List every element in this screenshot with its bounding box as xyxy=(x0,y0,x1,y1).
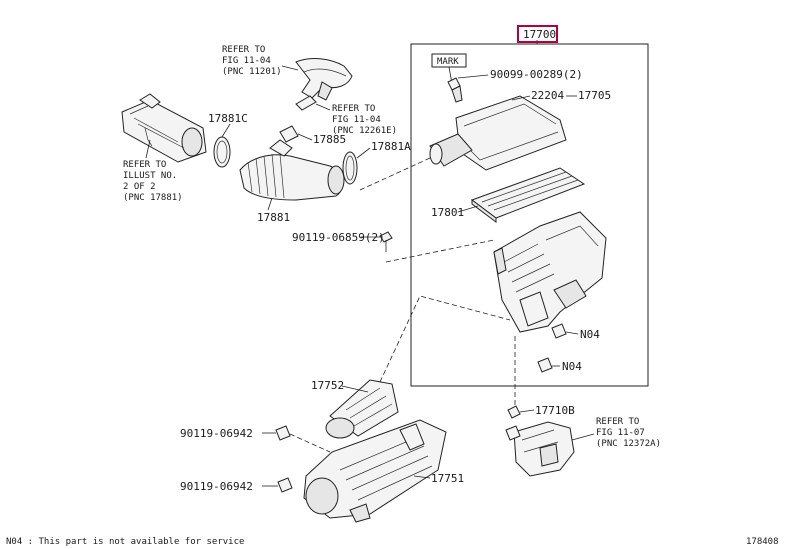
upper-hose-pnc11201 xyxy=(295,58,353,101)
part-number-n04-upper[interactable]: N04 xyxy=(580,328,600,341)
part-number-17801[interactable]: 17801 xyxy=(431,206,464,219)
bracket-pnc12372a xyxy=(505,421,575,477)
leader-17751 xyxy=(413,475,431,479)
bolt-90119-06942-upper xyxy=(275,425,291,441)
cushion-17710b xyxy=(507,405,521,419)
reference-illust-2-of-2: REFER TO ILLUST NO. 2 OF 2 (PNC 17881) xyxy=(123,160,183,203)
hose-17881 xyxy=(239,139,345,201)
part-number-17752[interactable]: 17752 xyxy=(311,379,344,392)
svg-text:(PNC 17881): (PNC 17881) xyxy=(123,193,183,203)
leader-ref-d xyxy=(571,433,595,441)
part-number-17710b[interactable]: 17710B xyxy=(535,404,575,417)
leader-n04-upper xyxy=(565,331,579,335)
reference-fig-11-04-a: REFER TO FIG 11-04 (PNC 11201) xyxy=(222,45,282,77)
part-number-17881c[interactable]: 17881C xyxy=(208,112,248,125)
svg-text:REFER TO: REFER TO xyxy=(222,45,265,55)
grommet-17885 xyxy=(279,125,299,143)
svg-text:ILLUST NO.: ILLUST NO. xyxy=(123,171,177,181)
svg-text:REFER TO: REFER TO xyxy=(123,160,166,170)
bolt-90119-06942-lower xyxy=(277,477,293,493)
leader-17801 xyxy=(457,205,479,213)
leader-17881 xyxy=(267,197,273,211)
leader-17881a xyxy=(356,147,371,159)
grommet-n04-upper xyxy=(551,323,567,339)
air-cleaner-cap-17705 xyxy=(429,95,567,171)
air-duct-17751 xyxy=(303,419,447,523)
svg-text:FIG 11-04: FIG 11-04 xyxy=(332,115,381,125)
clamp-17881a xyxy=(342,151,358,185)
leader-17881c xyxy=(221,123,231,138)
part-number-90119-06859[interactable]: 90119-06859(2) xyxy=(292,231,385,244)
part-number-17705[interactable]: 17705 xyxy=(578,89,611,102)
reference-fig-11-07: REFER TO FIG 11-07 (PNC 12372A) xyxy=(596,417,661,449)
svg-text:REFER TO: REFER TO xyxy=(596,417,639,427)
air-filter-element-17801 xyxy=(470,167,586,223)
part-number-highlight xyxy=(517,25,558,43)
intake-inlet-duct xyxy=(121,93,207,163)
svg-text:2 OF 2: 2 OF 2 xyxy=(123,182,156,192)
part-number-90119-06942-upper[interactable]: 90119-06942 xyxy=(180,427,253,440)
dashed-link-bolt-upper xyxy=(289,433,331,453)
reference-fig-11-04-b: REFER TO FIG 11-04 (PNC 12261E) xyxy=(332,104,397,136)
assembly-frame xyxy=(410,43,649,387)
part-number-17881a[interactable]: 17881A xyxy=(371,140,411,153)
mark-callout: MARK xyxy=(431,53,467,85)
leader-17752 xyxy=(341,385,369,393)
part-number-22204[interactable]: 22204 xyxy=(531,89,564,102)
svg-text:(PNC 12372A): (PNC 12372A) xyxy=(596,439,661,449)
svg-text:FIG 11-04: FIG 11-04 xyxy=(222,56,271,66)
grommet-n04-lower xyxy=(537,357,553,373)
leader-ref-a xyxy=(281,65,299,71)
air-duct-17752 xyxy=(325,379,399,439)
part-number-90099-00289[interactable]: 90099-00289(2) xyxy=(490,68,583,81)
svg-text:REFER TO: REFER TO xyxy=(332,104,375,114)
part-number-n04-lower[interactable]: N04 xyxy=(562,360,582,373)
screw-90099-00289 xyxy=(447,77,463,103)
dashed-link-duct-to-case xyxy=(379,295,511,383)
svg-text:(PNC 11201): (PNC 11201) xyxy=(222,67,282,77)
svg-text:(PNC 12261E): (PNC 12261E) xyxy=(332,126,397,136)
part-number-17881[interactable]: 17881 xyxy=(257,211,290,224)
leader-ref-b xyxy=(315,103,331,111)
leader-ref-c xyxy=(145,139,151,159)
leader-90099 xyxy=(457,74,489,79)
leader-17885 xyxy=(297,133,313,141)
svg-text:FIG 11-07: FIG 11-07 xyxy=(596,428,645,438)
part-number-90119-06942-lower[interactable]: 90119-06942 xyxy=(180,480,253,493)
part-number-17700[interactable]: 17700 xyxy=(523,28,556,41)
leader-17710b xyxy=(519,409,535,413)
svg-text:MARK: MARK xyxy=(437,57,459,67)
bolt-90119-06859 xyxy=(379,231,393,252)
leader-22204 xyxy=(511,95,531,101)
part-number-17751[interactable]: 17751 xyxy=(431,472,464,485)
part-number-17885[interactable]: 17885 xyxy=(313,133,346,146)
small-fitting-12261e xyxy=(295,95,317,111)
clamp-17881c xyxy=(213,136,231,168)
dashed-link-bolt-to-case xyxy=(385,239,495,263)
figure-code: 178408 xyxy=(746,537,779,547)
footer-note: N04 : This part is not available for ser… xyxy=(6,537,244,547)
dashed-link-hose-to-cleaner xyxy=(359,157,431,191)
air-cleaner-case xyxy=(493,211,607,333)
